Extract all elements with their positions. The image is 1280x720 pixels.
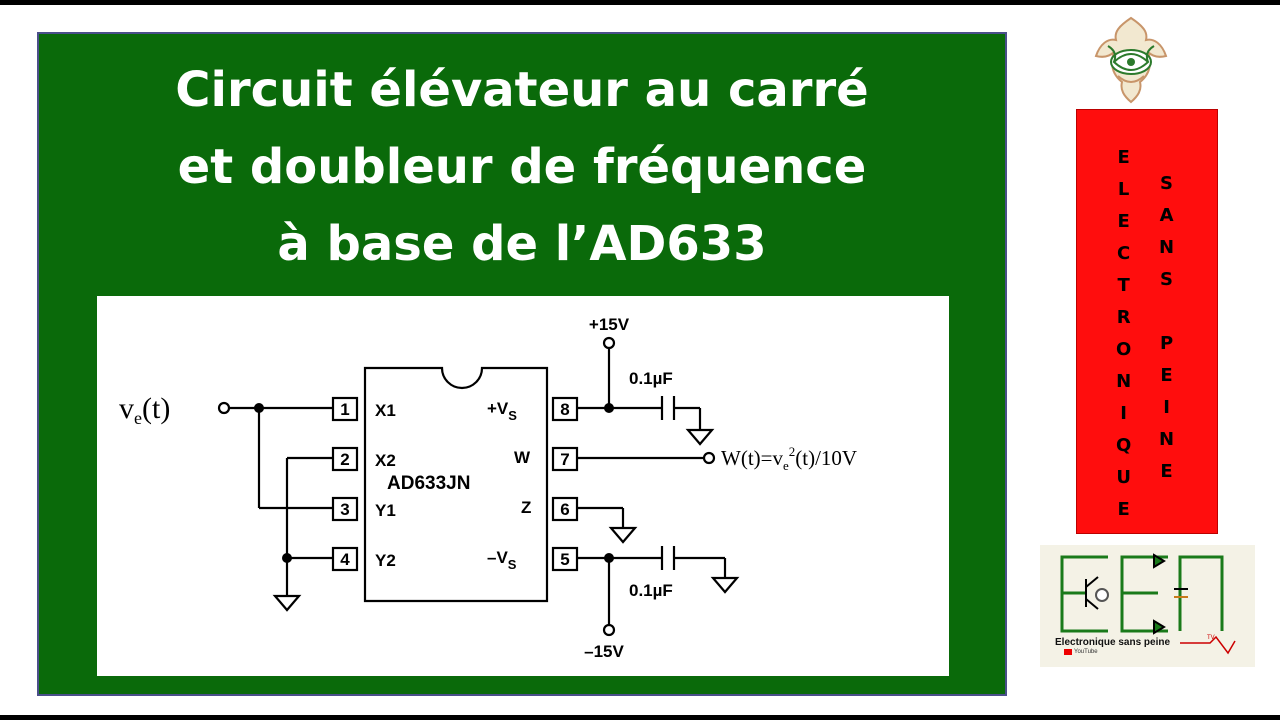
output-terminal: [702, 451, 716, 465]
letter: I: [1120, 403, 1127, 424]
pin-label-vs-pos: +VS: [487, 399, 517, 423]
output-formula: W(t)=ve2(t)/10V: [721, 444, 857, 473]
pin-num-3: 3: [340, 500, 349, 519]
letter: I: [1163, 397, 1170, 418]
letter: N: [1116, 371, 1132, 392]
letter: E: [1117, 211, 1130, 232]
letter: E: [1117, 499, 1130, 520]
input-terminal: [217, 401, 231, 415]
top-border: [0, 0, 1280, 5]
title-line-3: à base de l’AD633: [277, 216, 767, 272]
logo-caption: Electronique sans peine: [1055, 637, 1171, 648]
pin-label-y2: Y2: [375, 551, 396, 570]
cap-bottom-ground-symbol: [710, 576, 740, 594]
letter: T: [1117, 275, 1130, 296]
letter: E: [1117, 147, 1130, 168]
neg-supply-terminal: [602, 623, 616, 637]
letter: E: [1160, 461, 1173, 482]
seal-logo: [1088, 16, 1174, 104]
title-panel: Circuit élévateur au carré et doubleur d…: [37, 32, 1007, 696]
bottom-border: [0, 715, 1280, 720]
pin-num-2: 2: [340, 450, 349, 469]
supply-neg-label: –15V: [584, 642, 624, 661]
cap-top-label: 0.1µF: [629, 369, 673, 388]
pin-label-x2: X2: [375, 451, 396, 470]
letter: N: [1159, 237, 1175, 258]
letter: U: [1116, 467, 1131, 488]
een-logo: Electronique sans peine YouTube TV: [1040, 545, 1255, 667]
pin-label-w: W: [514, 448, 531, 467]
letter: R: [1116, 307, 1131, 328]
channel-word-electronique: E L E C T R O N I Q U E: [1116, 142, 1131, 526]
youtube-label: YouTube: [1074, 649, 1098, 655]
page-title: Circuit élévateur au carré et doubleur d…: [39, 52, 1005, 283]
title-line-2: et doubleur de fréquence: [177, 139, 867, 195]
z-ground-symbol: [608, 526, 638, 544]
title-line-1: Circuit élévateur au carré: [175, 62, 869, 118]
supply-pos-label: +15V: [589, 315, 630, 334]
pin-num-7: 7: [560, 450, 569, 469]
junction-pin8: [604, 403, 614, 413]
letter: Q: [1116, 435, 1132, 456]
pin-num-8: 8: [560, 400, 569, 419]
letter: C: [1117, 243, 1131, 264]
pin-label-z: Z: [521, 498, 531, 517]
letter: L: [1117, 179, 1130, 200]
schematic-diagram: 1 2 3 4 8 7 6 5 X1 X2 Y1 Y2 +VS W Z –VS …: [97, 296, 949, 676]
channel-word-sans-peine: S A N S P E I N E: [1159, 168, 1174, 488]
letter: A: [1159, 205, 1174, 226]
tv-label: TV: [1207, 635, 1215, 641]
pin-label-x1: X1: [375, 401, 396, 420]
channel-name-box: E L E C T R O N I Q U E S A N S P E I N …: [1076, 109, 1218, 534]
chip-name: AD633JN: [387, 473, 470, 494]
letter: P: [1159, 333, 1174, 354]
cap-top-ground-symbol: [685, 428, 715, 446]
letter: S: [1160, 269, 1174, 290]
pin-num-1: 1: [340, 400, 349, 419]
pin-num-4: 4: [340, 550, 350, 569]
pin-num-6: 6: [560, 500, 569, 519]
junction-pin5: [604, 553, 614, 563]
letter: N: [1159, 429, 1175, 450]
pin-num-5: 5: [560, 550, 569, 569]
junction-y2: [282, 553, 292, 563]
chip-body: [363, 366, 549, 603]
pos-supply-terminal: [602, 336, 616, 350]
letter: E: [1160, 365, 1173, 386]
left-ground-symbol: [272, 594, 302, 612]
cap-bottom-label: 0.1µF: [629, 581, 673, 600]
junction-input: [254, 403, 264, 413]
letter: S: [1160, 173, 1174, 194]
input-label: ve(t): [119, 392, 170, 428]
letter: O: [1116, 339, 1132, 360]
pin-label-y1: Y1: [375, 501, 396, 520]
pin-label-vs-neg: –VS: [487, 548, 517, 572]
